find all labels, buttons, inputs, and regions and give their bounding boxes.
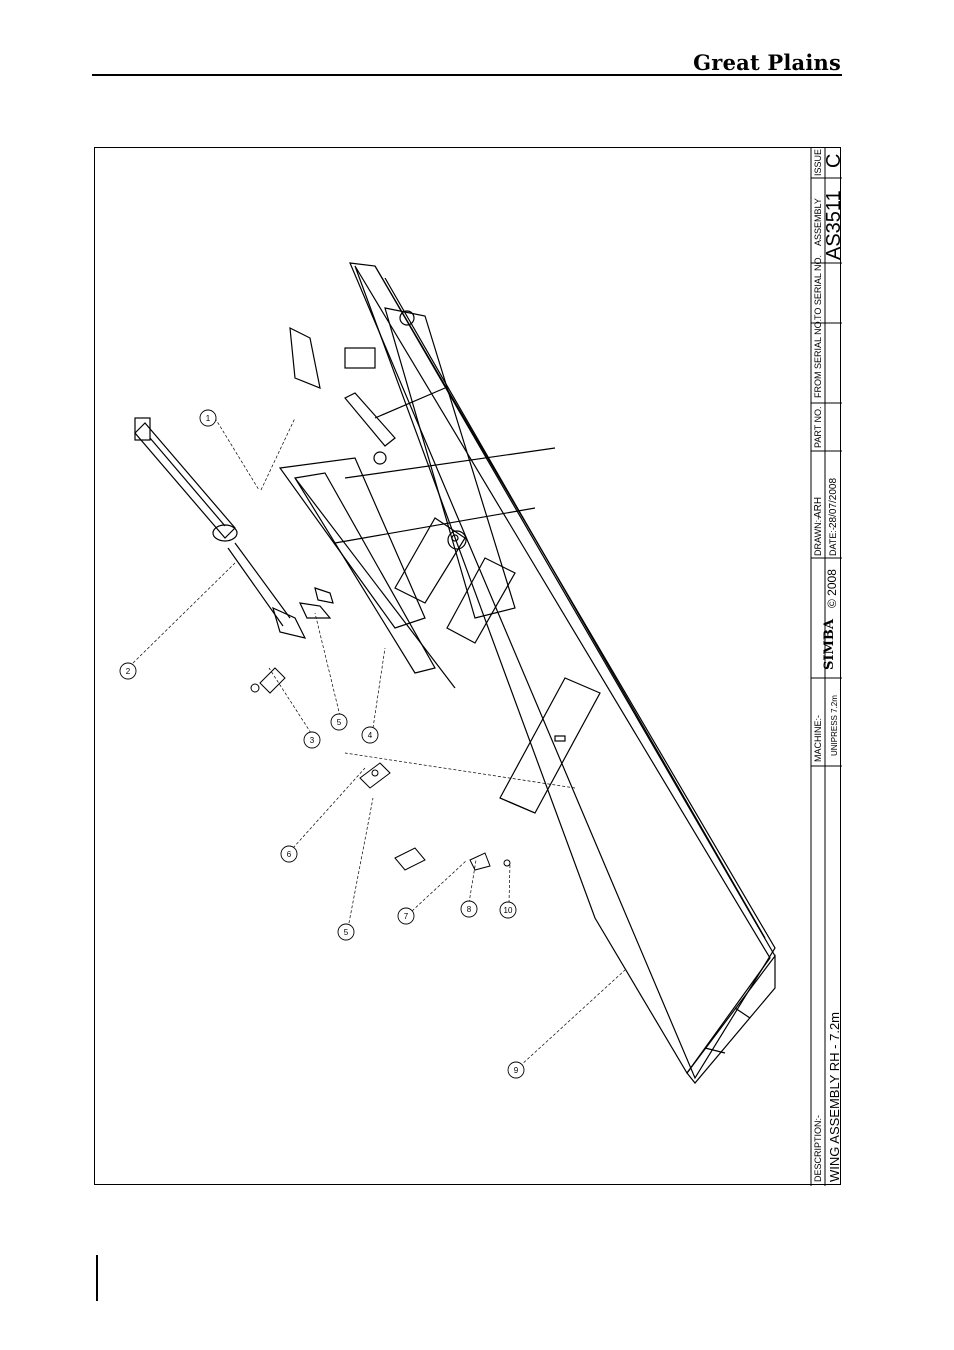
assembly-drawing: ISSUE C ASSEMBLY AS3511 TO SERIAL NO. FR… [95, 148, 842, 1186]
callout-10: 10 [500, 902, 516, 918]
assembly-number: AS3511 [823, 190, 842, 260]
simba-logo: SIMBA [822, 618, 837, 670]
svg-text:5: 5 [344, 928, 349, 937]
copyright: © 2008 [825, 569, 839, 608]
from-serial-label: FROM SERIAL NO. [813, 319, 823, 398]
hydraulic-cylinder-drawing [135, 418, 333, 638]
drawn-label: DRAWN:- [813, 517, 823, 556]
callout-2: 2 [120, 663, 136, 679]
callout-bubbles: 1 2 3 4 5 5 6 7 [120, 410, 524, 1078]
svg-text:7: 7 [404, 912, 409, 921]
callout-6: 6 [281, 846, 297, 862]
callout-5-second: 5 [338, 924, 354, 940]
issue-label: ISSUE [813, 149, 823, 176]
svg-text:6: 6 [287, 850, 292, 859]
callout-4: 4 [362, 727, 378, 743]
description-label: DESCRIPTION:- [813, 1115, 823, 1182]
svg-text:9: 9 [514, 1066, 519, 1075]
drawn-value: ARH [813, 497, 824, 518]
issue-value: C [823, 154, 842, 168]
to-serial-label: TO SERIAL NO. [813, 255, 823, 320]
callout-5: 5 [331, 714, 347, 730]
machine-label: MACHINE:- [813, 715, 823, 762]
svg-text:4: 4 [368, 731, 373, 740]
brand-logo: Great Plains [693, 50, 841, 75]
svg-text:10: 10 [504, 906, 513, 915]
svg-text:1: 1 [206, 414, 211, 423]
callout-9: 9 [508, 1062, 524, 1078]
machine-value: UNIPRESS 7.2m [830, 695, 839, 756]
drawing-frame: ISSUE C ASSEMBLY AS3511 TO SERIAL NO. FR… [94, 147, 841, 1185]
callout-8: 8 [461, 901, 477, 917]
wing-beam-drawing [280, 263, 775, 1083]
date-value: 28/07/2008 [828, 478, 839, 528]
svg-text:8: 8 [467, 905, 472, 914]
assembly-label: ASSEMBLY [813, 198, 823, 246]
part-no-label: PART NO. [813, 406, 823, 448]
callout-7: 7 [398, 908, 414, 924]
date-label: DATE:- [828, 527, 838, 556]
header-rule [92, 74, 842, 76]
description-value: WING ASSEMBLY RH - 7.2m [827, 1012, 842, 1182]
hardware-parts [251, 668, 510, 870]
footer-bar [96, 1255, 98, 1301]
callout-1: 1 [200, 410, 216, 426]
svg-text:2: 2 [126, 667, 131, 676]
svg-text:5: 5 [337, 718, 342, 727]
callout-3: 3 [304, 732, 320, 748]
callout-leaders [133, 418, 625, 1066]
svg-text:3: 3 [310, 736, 315, 745]
